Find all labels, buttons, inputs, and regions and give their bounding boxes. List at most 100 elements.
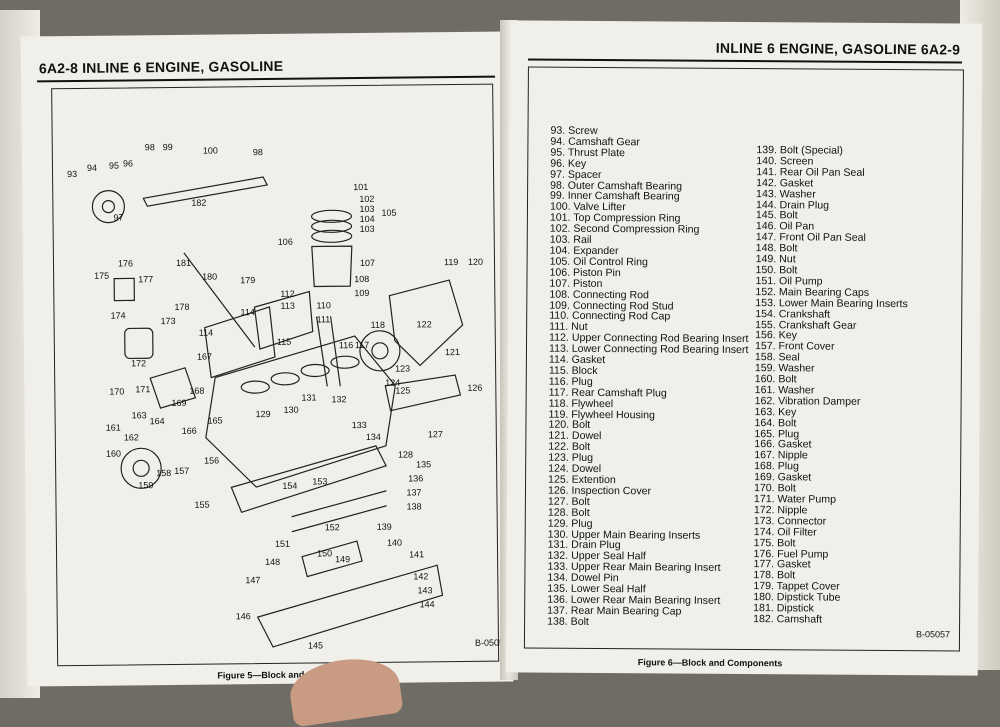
svg-text:162: 162: [124, 432, 139, 442]
dipstick-drawing: [183, 252, 256, 348]
svg-text:171: 171: [135, 384, 150, 394]
svg-text:163: 163: [132, 410, 147, 420]
svg-text:112: 112: [280, 289, 294, 299]
right-figure-caption: Figure 6—Block and Components: [637, 657, 783, 669]
svg-text:177: 177: [138, 274, 153, 284]
svg-text:176: 176: [118, 258, 133, 268]
left-page-header: 6A2-8 INLINE 6 ENGINE, GASOLINE: [38, 57, 284, 77]
svg-text:139: 139: [377, 522, 392, 532]
svg-text:174: 174: [110, 310, 125, 320]
svg-text:114: 114: [199, 328, 213, 338]
svg-text:117: 117: [355, 340, 369, 350]
svg-text:118: 118: [371, 320, 385, 330]
svg-text:159: 159: [138, 480, 153, 490]
svg-text:114: 114: [240, 307, 254, 317]
svg-text:102: 102: [359, 194, 374, 204]
svg-text:98: 98: [145, 142, 155, 152]
svg-text:98: 98: [253, 147, 263, 157]
svg-text:101: 101: [353, 182, 368, 192]
fuel-pump-drawing: [113, 277, 135, 302]
svg-text:164: 164: [150, 416, 165, 426]
svg-text:115: 115: [277, 337, 291, 347]
inspection-cover-drawing: [384, 374, 462, 412]
svg-text:140: 140: [387, 538, 402, 548]
svg-text:96: 96: [123, 158, 133, 168]
svg-text:123: 123: [395, 364, 410, 374]
svg-text:134: 134: [366, 432, 381, 442]
svg-text:104: 104: [359, 214, 374, 224]
svg-text:126: 126: [467, 383, 482, 393]
vibration-damper-drawing: [120, 447, 162, 489]
svg-text:145: 145: [308, 640, 323, 650]
svg-text:137: 137: [406, 487, 421, 497]
svg-text:93: 93: [67, 169, 77, 179]
svg-text:106: 106: [278, 237, 293, 247]
left-page: 6A2-8 INLINE 6 ENGINE, GASOLINE: [20, 31, 514, 687]
svg-text:151: 151: [275, 539, 290, 549]
svg-text:156: 156: [204, 456, 219, 466]
oil-pump-drawing: [301, 540, 363, 578]
svg-text:175: 175: [94, 271, 109, 281]
svg-text:157: 157: [174, 466, 189, 476]
svg-text:181: 181: [176, 258, 191, 268]
svg-text:168: 168: [189, 386, 204, 396]
svg-text:146: 146: [236, 611, 251, 621]
svg-text:109: 109: [354, 288, 369, 298]
svg-text:180: 180: [202, 272, 217, 282]
svg-text:131: 131: [301, 392, 316, 402]
legend-item: 182. Camshaft: [753, 613, 823, 626]
oil-filter-drawing: [124, 327, 154, 360]
flywheel-housing-drawing: [388, 279, 464, 367]
svg-text:124: 124: [385, 378, 400, 388]
svg-text:116: 116: [339, 340, 353, 350]
svg-text:133: 133: [352, 420, 367, 430]
svg-text:111: 111: [317, 314, 331, 324]
svg-text:165: 165: [208, 415, 223, 425]
svg-text:167: 167: [197, 352, 212, 362]
svg-text:148: 148: [265, 557, 280, 567]
svg-text:127: 127: [428, 429, 443, 439]
bearing-caps-drawing: [291, 490, 387, 533]
svg-text:166: 166: [182, 426, 197, 436]
oil-pan-drawing: [256, 564, 444, 648]
svg-text:99: 99: [163, 142, 173, 152]
svg-text:97: 97: [113, 212, 123, 222]
svg-text:172: 172: [131, 358, 146, 368]
svg-text:120: 120: [468, 257, 483, 267]
svg-text:155: 155: [194, 500, 209, 510]
tappet-cover-drawing: [204, 306, 276, 379]
piston-drawing: [311, 245, 353, 288]
svg-text:153: 153: [312, 476, 327, 486]
svg-text:103: 103: [359, 204, 374, 214]
svg-text:129: 129: [256, 409, 271, 419]
svg-text:160: 160: [106, 449, 121, 459]
svg-text:113: 113: [280, 301, 294, 311]
svg-text:169: 169: [171, 398, 186, 408]
svg-text:103: 103: [360, 224, 375, 234]
svg-text:143: 143: [417, 585, 432, 595]
svg-text:122: 122: [417, 319, 432, 329]
camshaft-gear-drawing: [91, 190, 125, 224]
engine-block-drawing: [205, 335, 396, 488]
svg-text:152: 152: [325, 522, 340, 532]
svg-text:121: 121: [445, 347, 460, 357]
svg-text:158: 158: [156, 468, 171, 478]
svg-text:147: 147: [245, 575, 260, 585]
svg-text:95: 95: [109, 161, 119, 171]
svg-text:144: 144: [420, 599, 435, 609]
svg-text:149: 149: [335, 554, 350, 564]
svg-text:182: 182: [191, 198, 206, 208]
svg-text:130: 130: [283, 405, 298, 415]
right-page: INLINE 6 ENGINE, GASOLINE 6A2-9 93. Scre…: [505, 20, 983, 676]
header-rule: [37, 75, 496, 83]
svg-text:128: 128: [398, 449, 413, 459]
svg-text:150: 150: [317, 548, 332, 558]
svg-text:136: 136: [408, 473, 423, 483]
right-figure-code: B-05057: [915, 629, 951, 640]
svg-text:170: 170: [109, 386, 124, 396]
